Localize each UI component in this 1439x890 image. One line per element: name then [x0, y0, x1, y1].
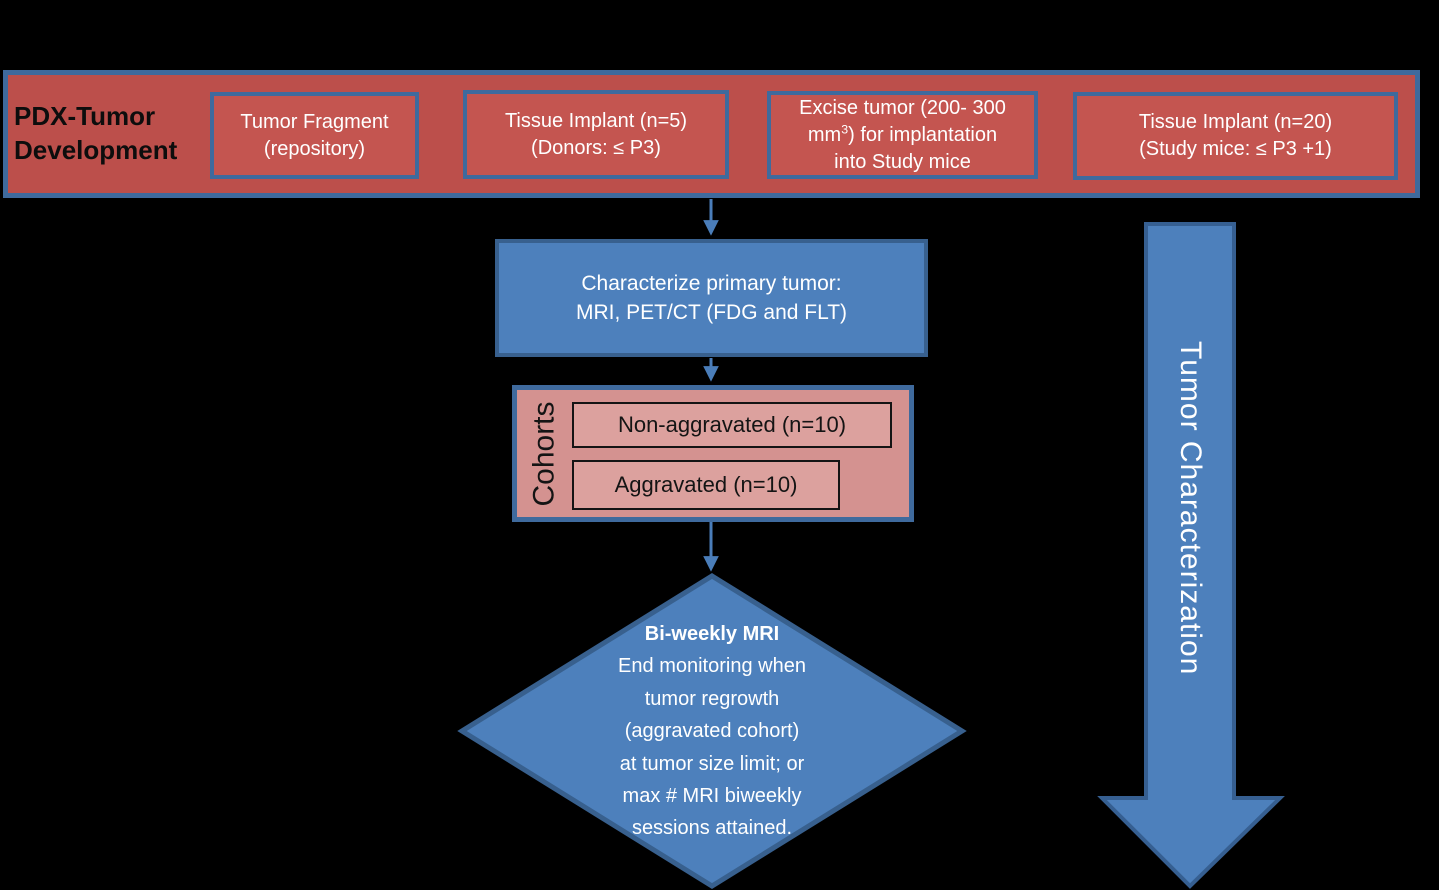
decision-title: Bi-weekly MRI — [644, 623, 780, 645]
cohort-non-aggravated: Non-aggravated (n=10) — [572, 402, 892, 448]
decision-body: End monitoring when tumor regrowth (aggr… — [618, 655, 806, 840]
cohorts-rotated-label: Cohorts — [528, 400, 562, 507]
step-tumor-fragment: Tumor Fragment (repository) — [210, 92, 419, 179]
tumor-characterization-label: Tumor Characterization — [1174, 340, 1207, 676]
characterize-primary-tumor-label: Characterize primary tumor: MRI, PET/CT … — [575, 271, 848, 324]
cohort-non-aggravated-label: Non-aggravated (n=10) — [617, 412, 847, 437]
step-excise-tumor-label: Excise tumor (200- 300 mm3) for implanta… — [799, 96, 1006, 173]
characterize-primary-tumor-box: Characterize primary tumor: MRI, PET/CT … — [495, 239, 928, 357]
decision-diamond-text: Bi-weekly MRI End monitoring when tumor … — [552, 618, 872, 845]
step-tissue-implant-20-label: Tissue Implant (n=20) (Study mice: ≤ P3 … — [1138, 111, 1333, 160]
step-excise-tumor: Excise tumor (200- 300 mm3) for implanta… — [767, 91, 1038, 179]
banner-title: PDX-Tumor Development — [14, 101, 178, 165]
superscript-3: 3 — [841, 121, 849, 136]
step-tissue-implant-20: Tissue Implant (n=20) (Study mice: ≤ P3 … — [1073, 92, 1398, 180]
cohort-aggravated: Aggravated (n=10) — [572, 460, 840, 510]
step-tissue-implant-5: Tissue Implant (n=5) (Donors: ≤ P3) — [463, 90, 729, 179]
step-tumor-fragment-label: Tumor Fragment (repository) — [240, 110, 389, 160]
cohort-aggravated-label: Aggravated (n=10) — [614, 472, 798, 497]
step-tissue-implant-5-label: Tissue Implant (n=5) (Donors: ≤ P3) — [504, 109, 688, 159]
